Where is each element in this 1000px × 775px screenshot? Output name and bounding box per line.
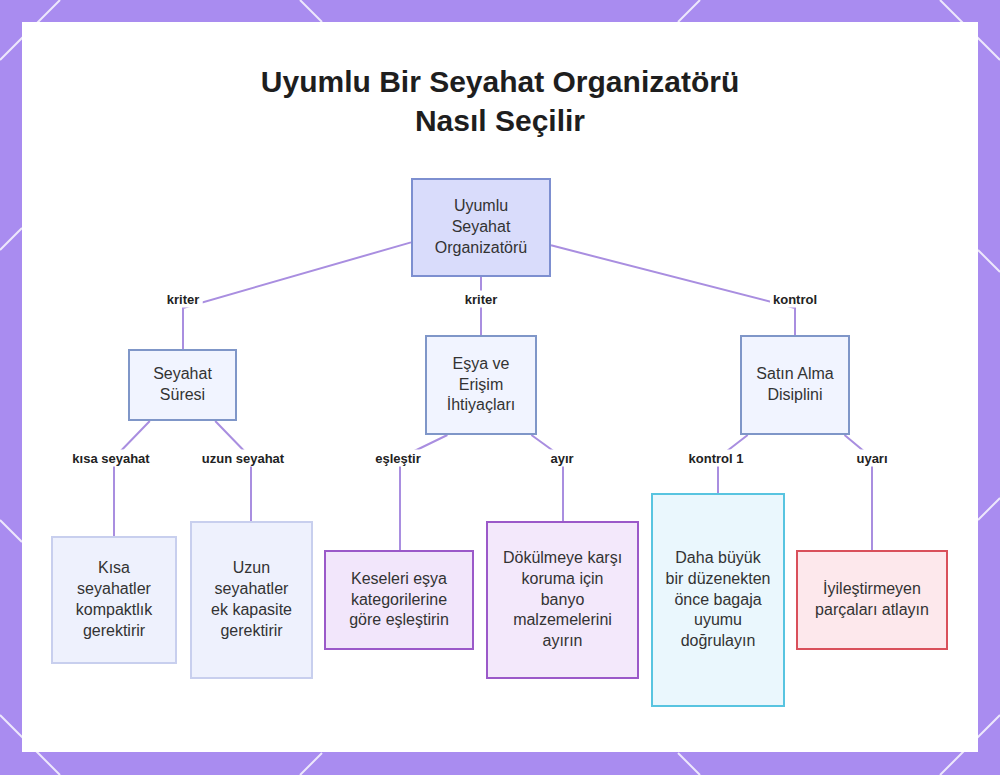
advice-box: Kısa seyahatler kompaktlık gerektirir — [51, 536, 177, 664]
node-text: Uzun seyahatler ek kapasite gerektirir — [204, 558, 299, 641]
connector-line — [531, 435, 563, 521]
advice-box: Daha büyük bir düzenekten önce bagaja uy… — [651, 493, 785, 707]
edge-label: kısa seyahat — [69, 450, 152, 467]
edge-label: kontrol 1 — [686, 450, 747, 467]
advice-box: Keseleri eşya kategorilerine göre eşleşt… — [324, 550, 474, 650]
advice-box: Dökülmeye karşı koruma için banyo malzem… — [486, 521, 639, 679]
edge-label: ayır — [547, 450, 576, 467]
node-text: İyileştirmeyen parçaları atlayın — [810, 579, 934, 621]
edge-label: kriter — [164, 291, 203, 308]
root-box: Uyumlu Seyahat Organizatörü — [411, 178, 551, 277]
edge-label: uyarı — [853, 450, 890, 467]
criterion-box: Eşya ve Erişim İhtiyaçları — [425, 335, 537, 435]
connector-line — [551, 245, 795, 335]
node-text: Uyumlu Seyahat Organizatörü — [425, 196, 537, 258]
node-text: Seyahat Süresi — [142, 364, 223, 406]
connector-line — [114, 421, 150, 536]
criterion-box: Seyahat Süresi — [128, 349, 237, 421]
node-text: Kısa seyahatler kompaktlık gerektirir — [65, 558, 163, 641]
edge-label: kontrol — [770, 291, 820, 308]
edge-label: uzun seyahat — [199, 450, 287, 467]
edge-label: kriter — [462, 291, 501, 308]
edge-label: eşleştir — [372, 450, 424, 467]
node-text: Daha büyük bir düzenekten önce bagaja uy… — [665, 548, 771, 652]
connector-line — [215, 421, 251, 521]
node-text: Keseleri eşya kategorilerine göre eşleşt… — [338, 569, 460, 631]
node-text: Dökülmeye karşı koruma için banyo malzem… — [500, 548, 625, 652]
node-text: Eşya ve Erişim İhtiyaçları — [439, 354, 523, 416]
advice-box: Uzun seyahatler ek kapasite gerektirir — [190, 521, 313, 679]
node-text: Satın Alma Disiplini — [754, 364, 836, 406]
advice-box: İyileştirmeyen parçaları atlayın — [796, 550, 948, 650]
connector-line — [183, 242, 411, 349]
diagram-title: Uyumlu Bir Seyahat Organizatörü Nasıl Se… — [230, 62, 770, 140]
criterion-box: Satın Alma Disiplini — [740, 335, 850, 435]
